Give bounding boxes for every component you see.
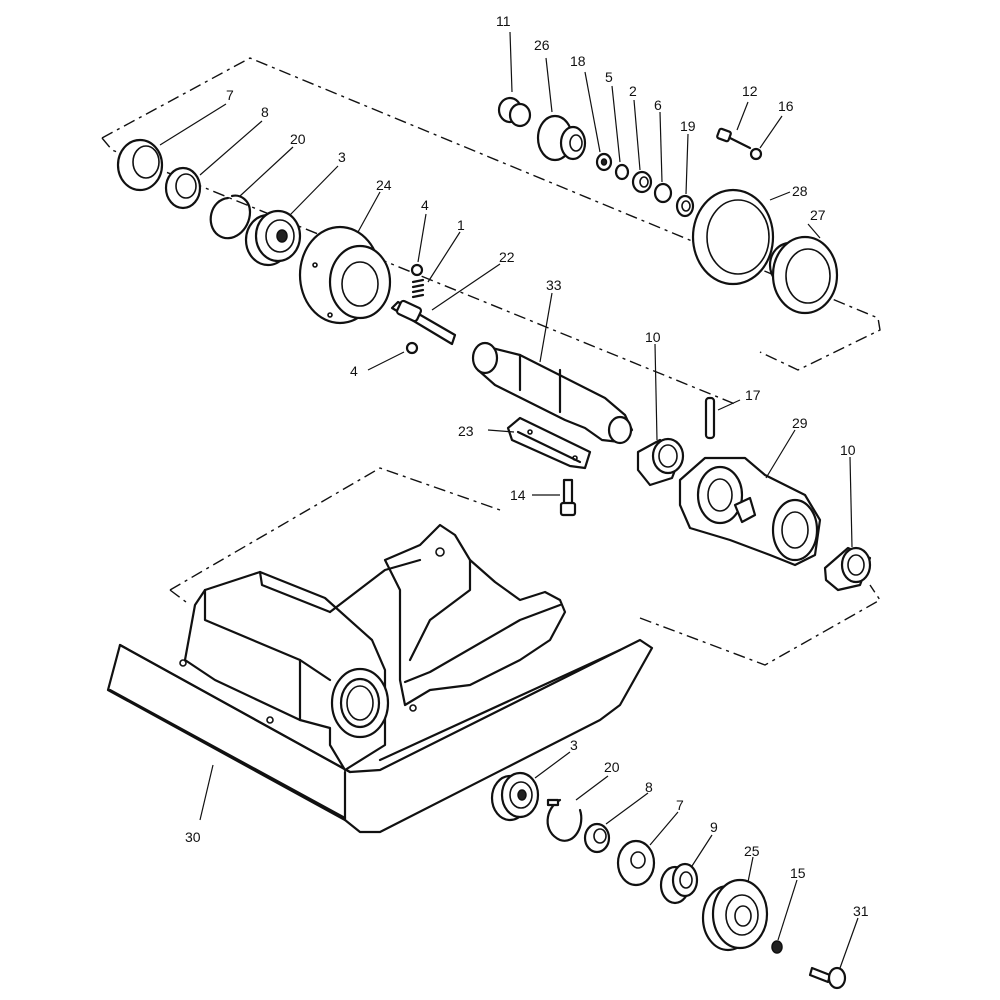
cover-plate-28 <box>691 188 775 286</box>
callout-29: 29 <box>792 415 808 431</box>
callout-10-lower: 10 <box>840 442 856 458</box>
callout-16: 16 <box>778 98 794 114</box>
callout-20-lower: 20 <box>604 759 620 775</box>
callout-24: 24 <box>376 177 392 193</box>
bearing-3-upper <box>244 209 302 267</box>
callout-8-lower: 8 <box>645 779 653 795</box>
callout-26: 26 <box>534 37 550 53</box>
callout-20-upper: 20 <box>290 131 306 147</box>
callout-27: 27 <box>810 207 826 223</box>
flange-24 <box>298 225 392 325</box>
callout-30: 30 <box>185 829 201 845</box>
callout-22: 22 <box>499 249 515 265</box>
callout-4-upper: 4 <box>421 197 429 213</box>
callout-18: 18 <box>570 53 586 69</box>
callout-labels: 11 26 18 5 2 6 19 12 16 28 27 7 8 20 3 2… <box>185 13 869 919</box>
callout-10-upper: 10 <box>645 329 661 345</box>
bearing-2 <box>631 170 653 194</box>
callout-25: 25 <box>744 843 760 859</box>
pin-22 <box>390 299 457 346</box>
callout-15: 15 <box>790 865 806 881</box>
callout-7-upper: 7 <box>226 87 234 103</box>
callout-9: 9 <box>710 819 718 835</box>
plug-11 <box>497 96 532 128</box>
callout-8-upper: 8 <box>261 104 269 120</box>
callout-7-lower: 7 <box>676 797 684 813</box>
callout-31: 31 <box>853 903 869 919</box>
callout-28: 28 <box>792 183 808 199</box>
bushing-10-upper <box>636 437 685 487</box>
callout-14: 14 <box>510 487 526 503</box>
callout-6: 6 <box>654 97 662 113</box>
spacer-8-lower <box>583 822 611 854</box>
circlip-20-lower <box>546 798 583 842</box>
bolt-12 <box>716 127 752 150</box>
nut-18 <box>595 152 613 172</box>
callout-3-lower: 3 <box>570 737 578 753</box>
ball-4-upper <box>410 263 424 277</box>
washer-5 <box>614 163 630 181</box>
callout-11: 11 <box>496 13 511 29</box>
callout-17: 17 <box>745 387 761 403</box>
callout-33: 33 <box>546 277 562 293</box>
washer-16 <box>749 147 763 161</box>
ring-6 <box>653 182 673 204</box>
wedge-23 <box>506 416 592 470</box>
lower-assembly-guide <box>169 467 882 666</box>
hub-26 <box>536 114 587 162</box>
seal-7-upper <box>116 138 164 192</box>
shaft-33 <box>471 341 634 445</box>
bearing-3-lower <box>490 771 540 822</box>
spacer-8-upper <box>164 166 202 210</box>
leader-lines <box>159 31 859 969</box>
pulley-25 <box>701 878 769 952</box>
spring-1 <box>411 278 425 299</box>
circlip-20-upper <box>209 194 252 240</box>
upper-assembly-guide <box>101 57 881 405</box>
seal-19 <box>675 194 695 218</box>
cap-27 <box>768 235 839 315</box>
callout-12: 12 <box>742 83 758 99</box>
bolt-31 <box>808 966 847 990</box>
screw-14 <box>559 478 577 517</box>
washer-7-lower <box>616 839 656 887</box>
pin-17 <box>704 396 716 440</box>
seal-9 <box>659 862 699 905</box>
callout-3-upper: 3 <box>338 149 346 165</box>
ball-4-lower <box>405 341 419 355</box>
callout-23: 23 <box>458 423 474 439</box>
callout-5: 5 <box>605 69 613 85</box>
bushing-10-lower <box>823 546 872 592</box>
callout-19: 19 <box>680 118 696 134</box>
bracket-29 <box>678 456 822 567</box>
nut-15 <box>771 940 783 954</box>
callout-2: 2 <box>629 83 637 99</box>
base-plate-30 <box>106 523 654 834</box>
callout-4-lower: 4 <box>350 363 358 379</box>
callout-1: 1 <box>457 217 465 233</box>
